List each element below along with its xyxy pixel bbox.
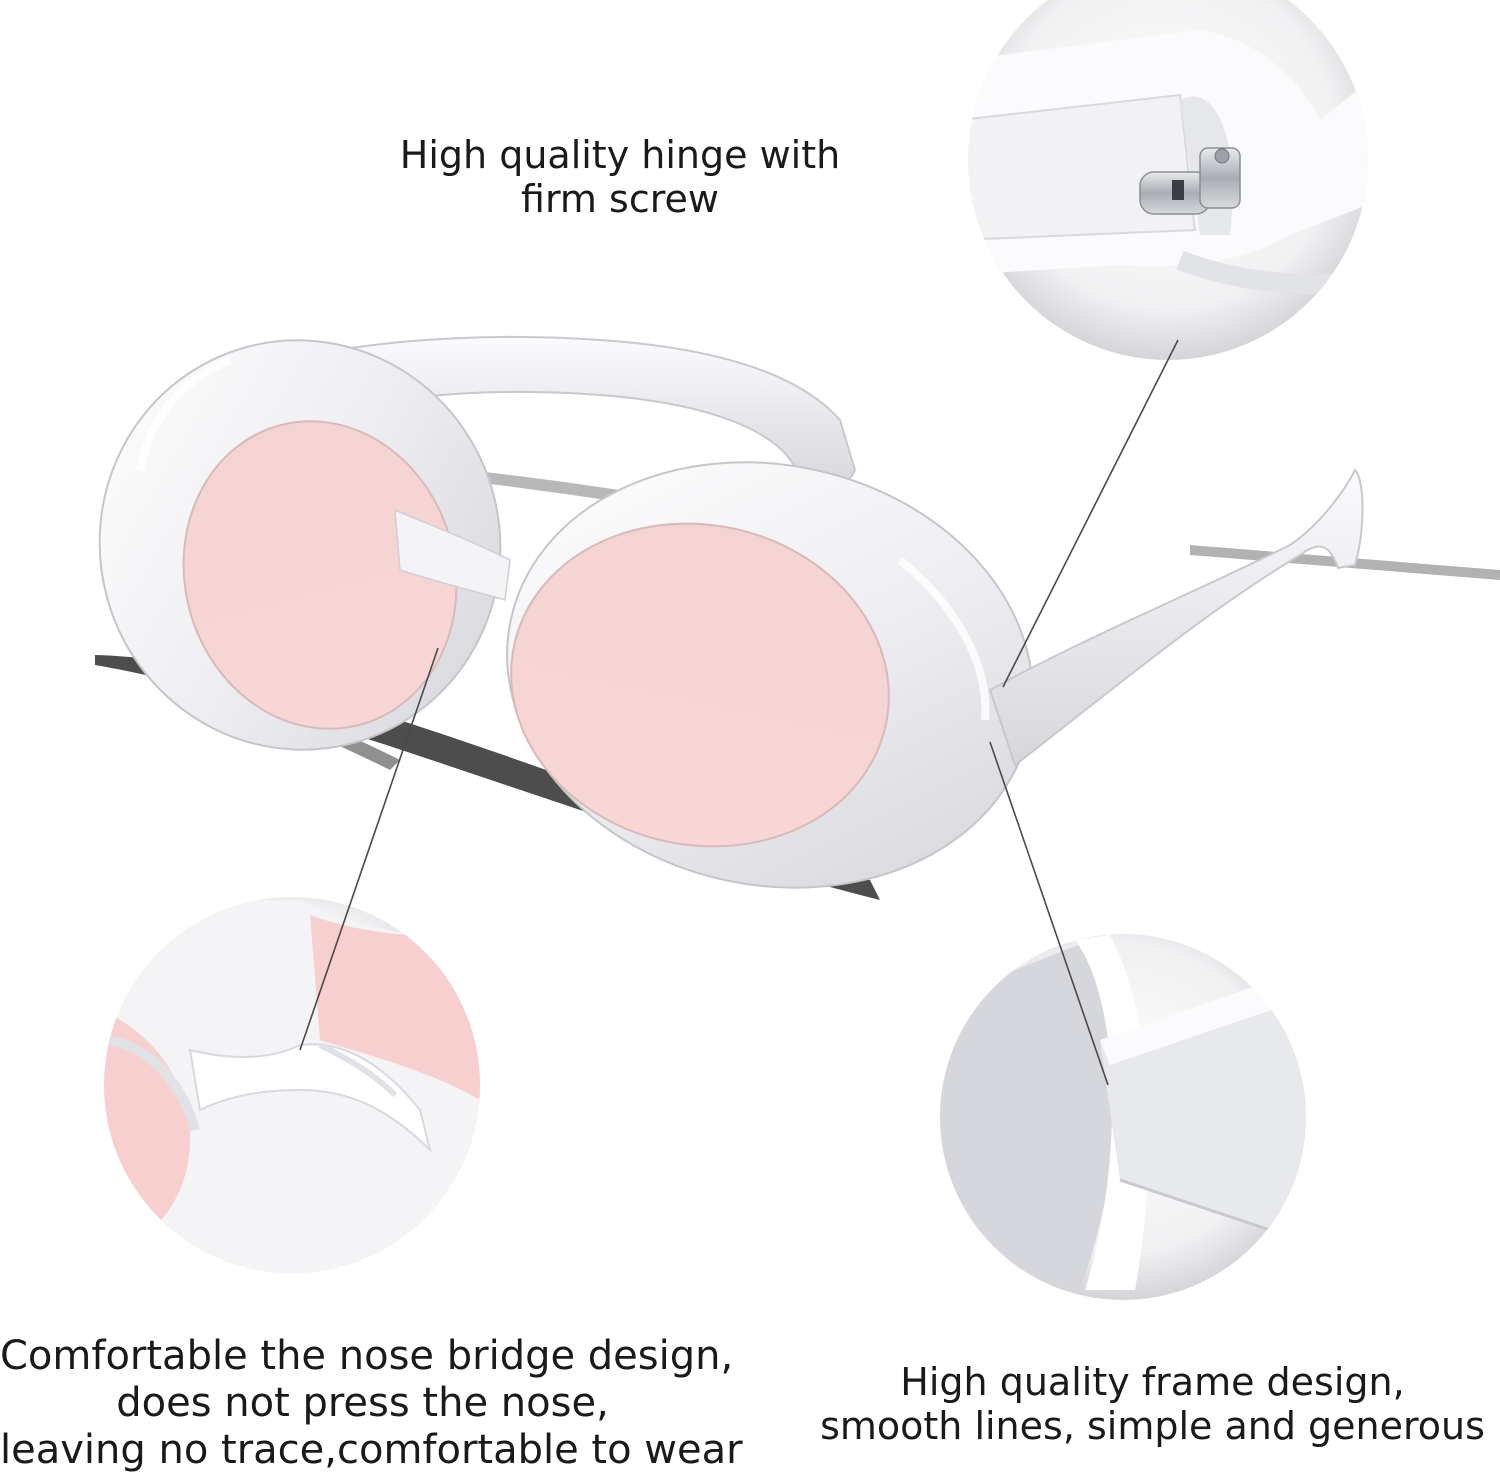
nose-caption-line-3: leaving no trace,comfortable to wear bbox=[0, 1427, 743, 1474]
hinge-caption-line-1: High quality hinge with bbox=[399, 133, 841, 177]
nose-bridge-zoom-circle bbox=[104, 897, 480, 1273]
right-lens bbox=[510, 522, 890, 848]
hinge-zoom-circle bbox=[968, 0, 1368, 360]
hinge-caption: High quality hinge with firm screw bbox=[330, 133, 910, 221]
nose-bridge bbox=[394, 508, 511, 601]
hinge-caption-line-2: firm screw bbox=[521, 177, 719, 222]
nose-caption-line-2: does not press the nose, bbox=[116, 1380, 609, 1427]
hinge-screw-icon bbox=[1139, 147, 1241, 215]
right-temple-arm bbox=[988, 468, 1364, 767]
frame-caption-line-2: smooth lines, simple and generous bbox=[820, 1404, 1485, 1449]
frame-caption: High quality frame design, smooth lines,… bbox=[805, 1360, 1500, 1448]
callout-lines bbox=[299, 339, 1179, 1086]
nose-caption-line-1: Comfortable the nose bridge design, bbox=[0, 1333, 734, 1379]
sunglasses bbox=[98, 335, 1364, 889]
frame-zoom-circle bbox=[940, 934, 1306, 1300]
frame-caption-line-1: High quality frame design, bbox=[900, 1360, 1405, 1404]
nose-bridge-caption: Comfortable the nose bridge design, does… bbox=[0, 1333, 743, 1475]
